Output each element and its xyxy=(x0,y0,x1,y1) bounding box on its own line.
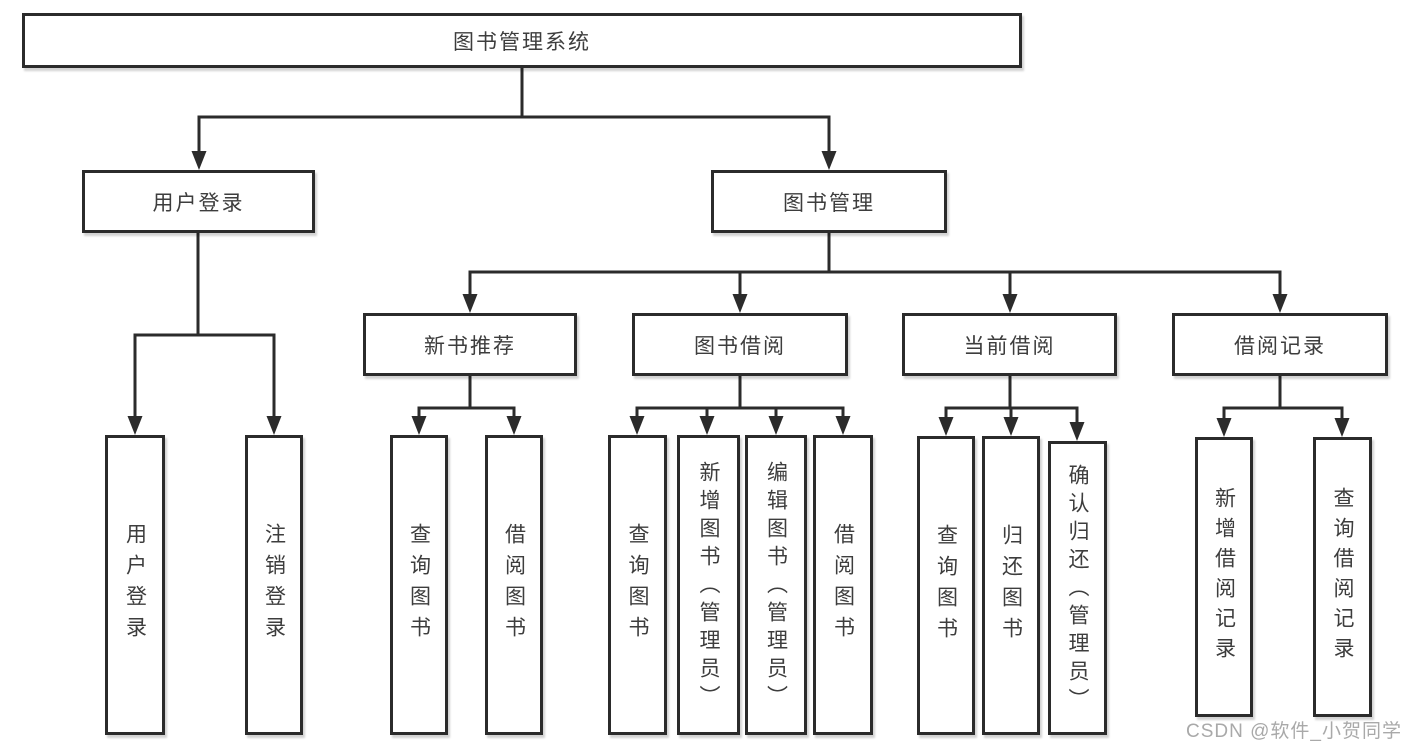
leaf-query-books-borrowing: 查询图书 xyxy=(608,435,667,735)
leaf-logout: 注销登录 xyxy=(245,435,303,735)
node-borrowing-records: 借阅记录 xyxy=(1172,313,1388,376)
leaf-edit-books-admin: 编辑图书（管理员） xyxy=(745,435,807,735)
leaf-user-login: 用户登录 xyxy=(105,435,165,735)
node-library-management-system: 图书管理系统 xyxy=(22,13,1022,68)
leaf-query-books-recommend: 查询图书 xyxy=(390,435,448,735)
leaf-return-books: 归还图书 xyxy=(982,436,1040,735)
node-book-borrowing: 图书借阅 xyxy=(632,313,848,376)
leaf-borrow-books-recommend: 借阅图书 xyxy=(485,435,543,735)
leaf-confirm-return-admin: 确认归还（管理员） xyxy=(1048,441,1107,735)
node-new-book-recommendation: 新书推荐 xyxy=(363,313,577,376)
leaf-query-books-current: 查询图书 xyxy=(917,436,975,735)
leaf-query-borrowing-record: 查询借阅记录 xyxy=(1313,437,1372,717)
node-book-management-branch: 图书管理 xyxy=(711,170,947,233)
node-current-borrowing: 当前借阅 xyxy=(902,313,1117,376)
leaf-add-books-admin: 新增图书（管理员） xyxy=(677,435,740,735)
node-user-login-branch: 用户登录 xyxy=(82,170,315,233)
leaf-add-borrowing-record: 新增借阅记录 xyxy=(1195,437,1253,717)
leaf-borrow-books: 借阅图书 xyxy=(813,435,873,735)
csdn-watermark: CSDN @软件_小贺同学 xyxy=(1186,721,1402,742)
